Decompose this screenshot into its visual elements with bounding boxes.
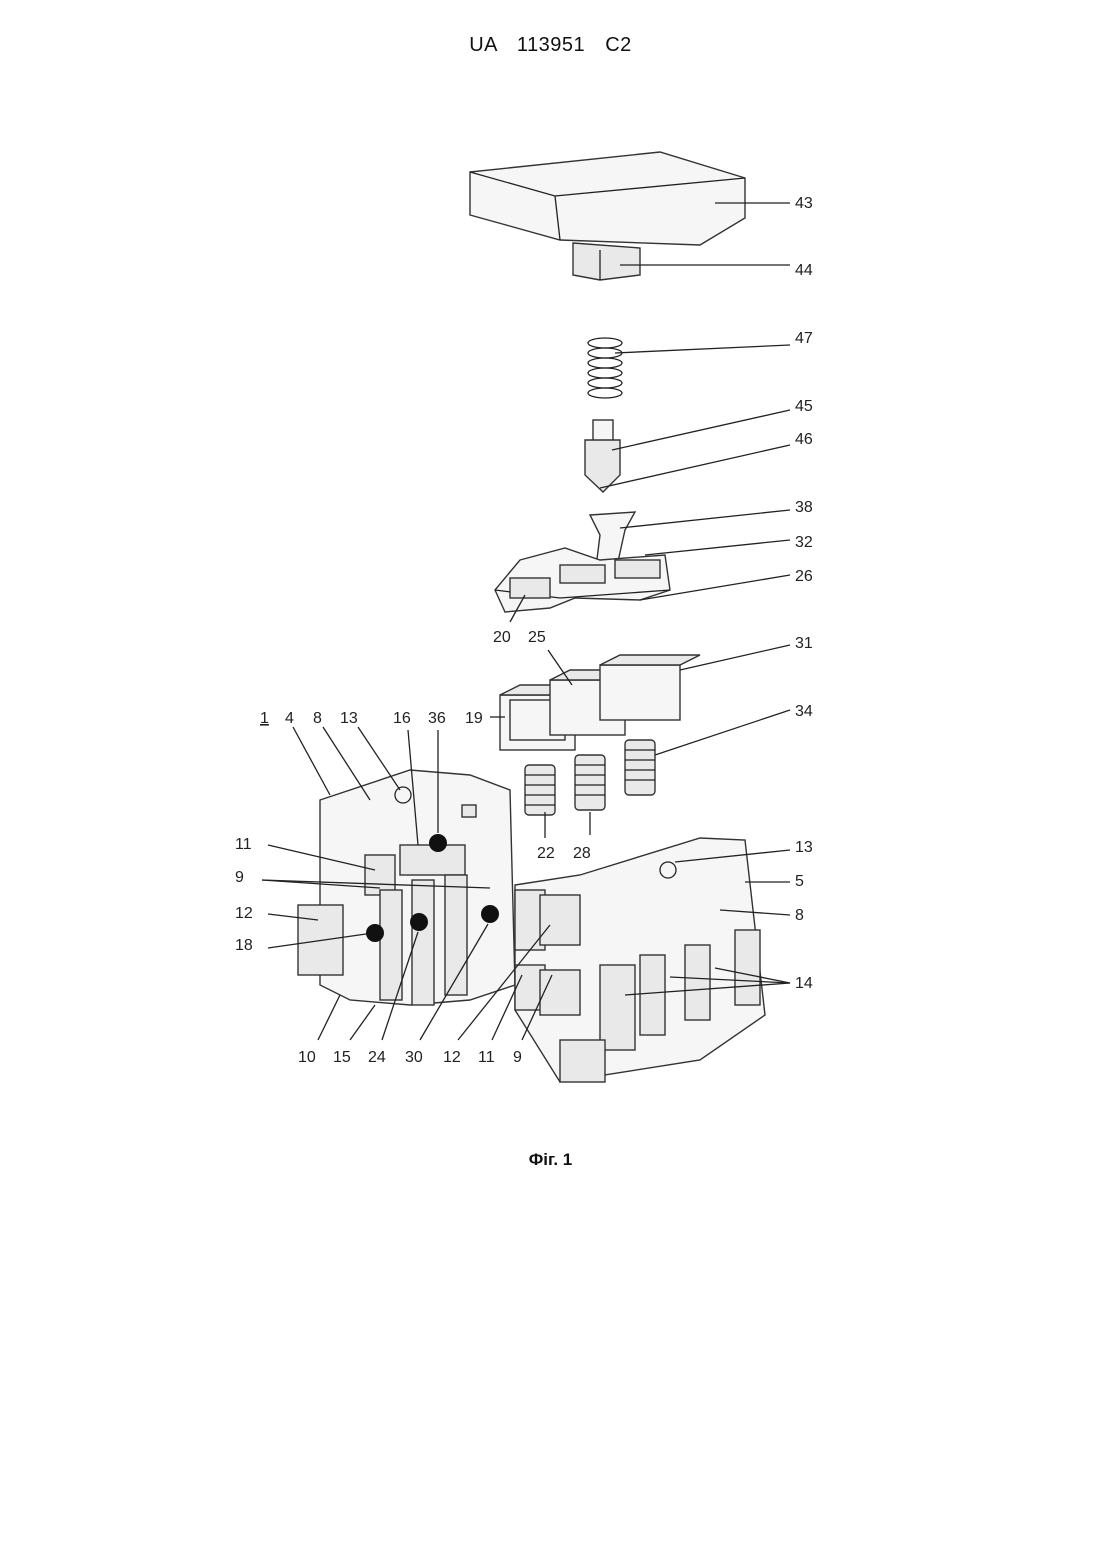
label-11-left: 11 — [235, 836, 252, 853]
label-44: 44 — [795, 262, 813, 279]
label-25: 25 — [528, 629, 546, 646]
label-45: 45 — [795, 398, 813, 415]
label-30: 30 — [405, 1049, 423, 1066]
label-20: 20 — [493, 629, 511, 646]
label-9-bottom: 9 — [513, 1049, 522, 1066]
screw-part-28 — [575, 755, 605, 810]
pin-part-45-46 — [585, 420, 620, 492]
label-15: 15 — [333, 1049, 351, 1066]
screw-part-34 — [625, 740, 655, 795]
label-47: 47 — [795, 330, 813, 347]
label-5: 5 — [795, 873, 804, 890]
label-8-left: 8 — [313, 710, 322, 727]
label-36: 36 — [428, 710, 446, 727]
label-11-bottom: 11 — [478, 1049, 495, 1066]
label-18: 18 — [235, 937, 253, 954]
spring-part-47 — [588, 338, 622, 398]
label-28: 28 — [573, 845, 591, 862]
label-24: 24 — [368, 1049, 386, 1066]
label-4: 4 — [285, 710, 294, 727]
label-46: 46 — [795, 431, 813, 448]
label-9-left: 9 — [235, 869, 244, 886]
label-12-left: 12 — [235, 905, 253, 922]
label-1: 1 — [260, 710, 269, 727]
label-32: 32 — [795, 534, 813, 551]
label-43: 43 — [795, 195, 813, 212]
screw-part-22 — [525, 765, 555, 815]
label-10: 10 — [298, 1049, 316, 1066]
label-19: 19 — [465, 710, 483, 727]
label-22: 22 — [537, 845, 555, 862]
housing-half-5 — [515, 838, 765, 1082]
label-14: 14 — [795, 975, 813, 992]
label-16: 16 — [393, 710, 411, 727]
label-12-bottom: 12 — [443, 1049, 461, 1066]
stem-part-44 — [573, 243, 640, 280]
cover-part-43 — [470, 152, 745, 245]
terminal-clamp-31 — [600, 655, 700, 720]
label-34: 34 — [795, 703, 813, 720]
label-38: 38 — [795, 499, 813, 516]
figure-caption: Фiг. 1 — [0, 1150, 1101, 1170]
label-31: 31 — [795, 635, 813, 652]
contact-bridge-assembly — [495, 512, 670, 612]
label-26: 26 — [795, 568, 813, 585]
label-8-right: 8 — [795, 907, 804, 924]
label-13-right: 13 — [795, 839, 813, 856]
label-13-left: 13 — [340, 710, 358, 727]
